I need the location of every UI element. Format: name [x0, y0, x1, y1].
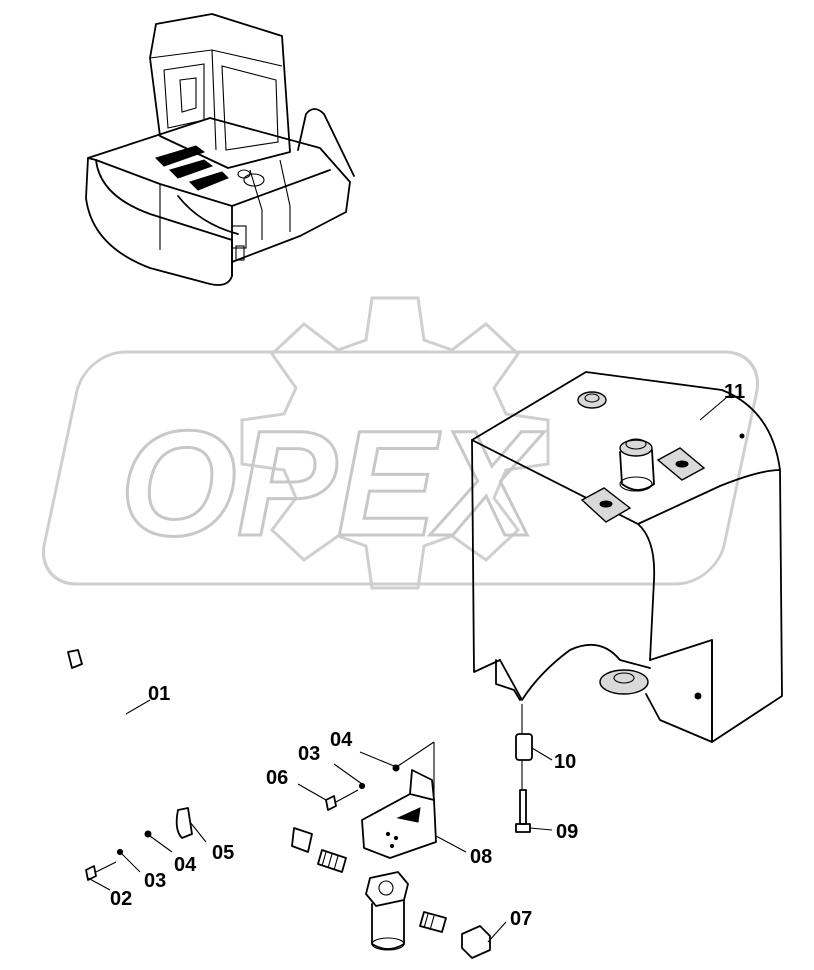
callout-07: 07 [510, 908, 532, 930]
callout-11: 11 [724, 381, 745, 403]
callout-03b: 03 [298, 743, 320, 765]
callout-02: 02 [110, 888, 132, 910]
watermark-gear-icon [240, 296, 550, 590]
part-08-bracket [361, 741, 467, 859]
callout-06: 06 [266, 767, 288, 789]
part-09-bolt [515, 760, 553, 833]
callout-04a: 04 [174, 854, 197, 876]
callout-05: 05 [212, 842, 234, 864]
callout-03a: 03 [144, 870, 166, 892]
part-01-hose [67, 649, 313, 853]
fittings-and-filter [317, 849, 507, 959]
callout-08: 08 [470, 846, 492, 868]
watermark-banner [41, 350, 760, 586]
watermark: OPEX [41, 296, 760, 590]
hydraulic-tank [471, 371, 783, 743]
callout-10: 10 [554, 751, 576, 773]
callouts: 01 02 03 03 04 04 05 06 07 08 09 10 11 [110, 381, 745, 930]
callout-01: 01 [148, 683, 170, 705]
part-05-clamp [175, 807, 207, 843]
watermark-text: OPEX [120, 399, 545, 567]
callout-04b: 04 [330, 729, 353, 751]
hardware-left [85, 830, 173, 891]
callout-09: 09 [556, 821, 578, 843]
part-10-spacer [515, 704, 553, 761]
hardware-right [297, 751, 400, 811]
excavator-overview [85, 13, 355, 286]
